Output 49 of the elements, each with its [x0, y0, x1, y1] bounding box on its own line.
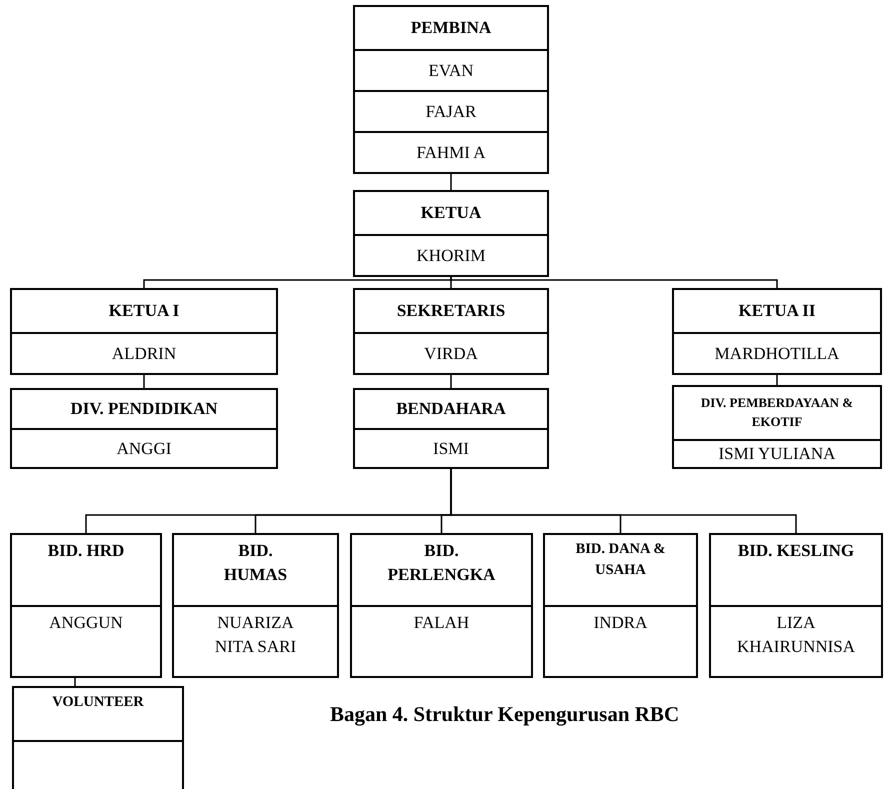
- member-name: ALDRIN: [112, 342, 176, 364]
- member-name: ISMI: [433, 438, 469, 460]
- org-table: [10, 288, 278, 375]
- role-title: SEKRETARIS: [396, 300, 506, 322]
- role-title: DIV. PENDIDIKAN: [70, 398, 218, 420]
- org-table: [10, 533, 162, 678]
- connector-line: [450, 373, 452, 388]
- role-title: PEMBINA: [410, 17, 492, 39]
- role-title: KETUA: [420, 202, 482, 224]
- caption: Bagan 4. Struktur Kepengurusan RBC: [330, 702, 680, 727]
- role-title: BID. DANA & USAHA: [574, 540, 666, 580]
- member-name: MARDHOTILLA: [714, 342, 840, 364]
- member-name: KHORIM: [416, 244, 486, 266]
- org-table: [672, 288, 882, 375]
- org-table: [353, 190, 549, 277]
- member-name: ANGGI: [116, 438, 172, 460]
- org-table: [353, 5, 549, 174]
- org-table: [672, 385, 882, 469]
- connector-line: [450, 467, 797, 533]
- org-table: [353, 288, 549, 375]
- member-name: EVAN: [428, 60, 474, 82]
- role-title: BENDAHARA: [396, 398, 506, 420]
- role-title: KETUA II: [738, 300, 816, 322]
- org-table: [353, 388, 549, 469]
- member-name: FALAH: [414, 612, 470, 634]
- member-name: ISMI YULIANA: [718, 443, 836, 465]
- member-name: FAJAR: [426, 100, 476, 122]
- connector-line: [450, 275, 778, 288]
- org-table: [350, 533, 533, 678]
- member-name: FAHMI A: [416, 142, 486, 164]
- member-name: NUARIZA NITA SARI: [214, 612, 298, 658]
- role-title: BID. HRD: [48, 540, 124, 562]
- connector-line: [450, 172, 452, 190]
- role-title: VOLUNTEER: [52, 693, 144, 712]
- role-title: DIV. PEMBERDAYAAN & EKOTIF: [700, 394, 854, 431]
- org-table: [172, 533, 339, 678]
- role-title: BID. HUMAS: [222, 540, 288, 586]
- member-name: ANGGUN: [49, 612, 123, 634]
- role-title: KETUA I: [108, 300, 180, 322]
- role-title: BID. KESLING: [738, 540, 854, 562]
- role-title: BID. PERLENGKA: [386, 540, 496, 586]
- connector-line: [143, 373, 145, 388]
- org-table: [12, 686, 184, 789]
- org-table: [543, 533, 698, 678]
- org-table: [709, 533, 883, 678]
- member-name: VIRDA: [424, 342, 478, 364]
- member-name: INDRA: [594, 612, 648, 634]
- org-table: [10, 388, 278, 469]
- member-name: LIZA KHAIRUNNISA: [736, 612, 856, 658]
